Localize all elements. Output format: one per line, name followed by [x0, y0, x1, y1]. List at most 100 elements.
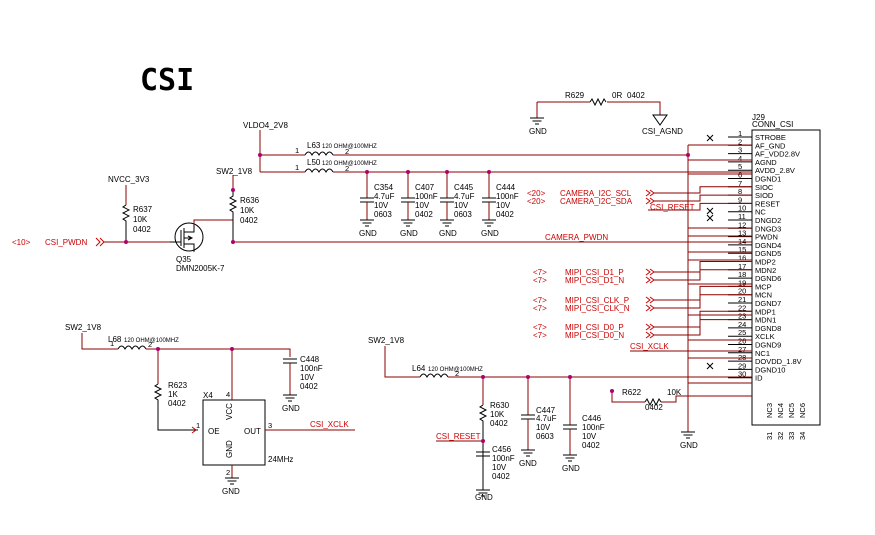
connector-pin-name: SIOD	[755, 191, 774, 200]
signal-arrow	[645, 276, 655, 284]
svg-text:100nF: 100nF	[492, 454, 515, 463]
c444-value: 100nF	[496, 192, 519, 201]
connector-ref: J29	[752, 113, 765, 122]
q35-ref: Q35	[176, 255, 192, 264]
net-nvcc: NVCC_3V3	[108, 175, 150, 184]
r629-pkg: 0402	[627, 91, 645, 100]
connector-pin-number: 12	[738, 220, 746, 229]
r630-ref: R630	[490, 401, 510, 410]
net-sw2-right: SW2_1V8	[368, 336, 405, 345]
connector-pin-name: NC1	[755, 349, 770, 358]
gnd-label: GND	[400, 229, 418, 238]
r629-ref: R629	[565, 91, 585, 100]
r623-pkg: 0402	[168, 399, 186, 408]
connector-pin-name: DNGD3	[755, 224, 781, 233]
connector-pin-name: DOVDD_1.8V	[755, 357, 802, 366]
svg-text:4: 4	[226, 390, 230, 399]
svg-text:OE: OE	[208, 427, 220, 436]
cap-plates	[440, 197, 454, 203]
r630-value: 10K	[490, 410, 505, 419]
connector-bottom-pin-number: 31	[765, 432, 774, 440]
c407-ref: C407	[415, 183, 435, 192]
connector-pin-number: 21	[738, 295, 746, 304]
r622-pkg: 0402	[645, 403, 663, 412]
connector-bottom-pin-number: 34	[798, 432, 807, 440]
r622-value: 10K	[667, 388, 682, 397]
c444-pkg: 0402	[496, 210, 514, 219]
svg-text:10V: 10V	[492, 463, 507, 472]
c444-volt: 10V	[496, 201, 511, 210]
signal-name: CSI_RESET	[650, 203, 695, 212]
svg-text:0603: 0603	[536, 432, 554, 441]
svg-text:GND: GND	[680, 441, 698, 450]
signal-arrow	[645, 268, 655, 276]
svg-text:100nF: 100nF	[582, 423, 605, 432]
agnd-symbol	[652, 114, 668, 126]
connector-pin-name: DGND9	[755, 341, 781, 350]
resistor-r636	[228, 190, 238, 242]
signal-name: MIPI_CSI_D0_N	[565, 331, 624, 340]
x4-ref: X4	[203, 391, 213, 400]
connector-pin-number: 24	[738, 320, 746, 329]
signal-ref: <7>	[533, 323, 547, 332]
cap-c456: GND C456 100nF 10V 0402	[475, 445, 515, 502]
gnd-symbol	[482, 219, 496, 227]
svg-text:C448: C448	[300, 355, 320, 364]
resistor-r637	[121, 204, 131, 242]
csi-pwdn-arrow	[95, 237, 105, 247]
signal-ref: <20>	[527, 189, 546, 198]
svg-text:GND: GND	[562, 464, 580, 473]
signal-wire	[654, 294, 752, 309]
svg-text:C446: C446	[582, 414, 602, 423]
connector-pin-number: 6	[738, 171, 742, 180]
signal-arrow	[645, 304, 655, 312]
connector-pin-number: 14	[738, 237, 746, 246]
gnd-label: GND	[481, 229, 499, 238]
c445-volt: 10V	[454, 201, 469, 210]
oe-arrow	[191, 426, 197, 434]
connector-pin-number: 25	[738, 328, 746, 337]
l64-value: 120 OHM@100MHZ	[428, 367, 483, 373]
l68-ref: L68	[108, 335, 122, 344]
signal-ref: <7>	[533, 296, 547, 305]
signal-wire	[654, 285, 752, 301]
r636-ref: R636	[240, 196, 260, 205]
page-title: CSI	[140, 63, 194, 98]
l64-in-wire	[384, 346, 420, 378]
signal-ref: <7>	[533, 304, 547, 313]
connector-pin-number: 11	[738, 212, 746, 221]
c354-value: 4.7uF	[374, 192, 395, 201]
r622-left-wire	[611, 391, 645, 403]
connector-pin-name: ID	[755, 374, 763, 383]
c407-value: 100nF	[415, 192, 438, 201]
r622-right-wire	[661, 395, 752, 403]
l63-value: 120 OHM@100MHZ	[322, 144, 377, 150]
connector-pin-name: MDN2	[755, 266, 776, 275]
connector-pin-name: RESET	[755, 199, 780, 208]
r637-value: 10K	[133, 215, 148, 224]
connector-bottom-pin-name: NC5	[787, 403, 796, 418]
connector-pin-name: DGND5	[755, 249, 781, 258]
connector-pin-number: 30	[738, 370, 746, 379]
signal-arrow	[645, 323, 655, 331]
resistor-r622	[644, 397, 662, 407]
connector-pin-number: 29	[738, 361, 746, 370]
signal-arrow	[645, 189, 655, 197]
connector-pin-number: 19	[738, 278, 746, 287]
svg-text:GND: GND	[519, 459, 537, 468]
l63-ref: L63	[307, 141, 321, 150]
gnd-symbol	[440, 219, 454, 227]
connector-pin-number: 27	[738, 345, 746, 354]
connector-bottom-pin-number: 32	[776, 432, 785, 440]
cap-plates	[482, 197, 496, 203]
l68-value: 120 OHM@100MHZ	[124, 338, 179, 344]
signal-wire	[654, 319, 752, 336]
connector-pin-number: 7	[738, 179, 742, 188]
net-sw2-top: SW2_1V8	[216, 167, 253, 176]
net-csi-xclk-out: CSI_XCLK	[310, 420, 349, 429]
l68-out-wire	[146, 348, 291, 357]
connector-pin-name: DGND1	[755, 175, 781, 184]
c407-pkg: 0402	[415, 210, 433, 219]
q35-part: DMN2005K-7	[176, 264, 225, 273]
l50-ref: L50	[307, 158, 321, 167]
